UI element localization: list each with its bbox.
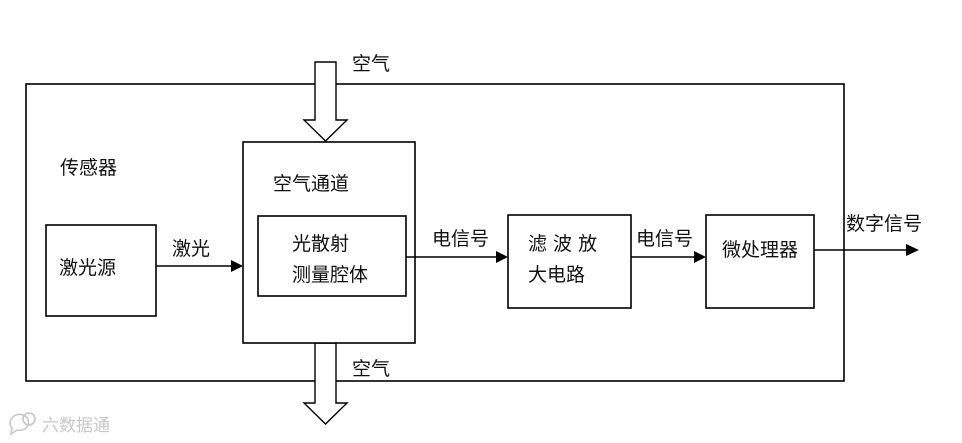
speech-bubble-logo-icon: [9, 412, 36, 436]
air-outlet-label: 空气: [352, 358, 390, 380]
signal-1-arrowhead: [496, 251, 508, 263]
cavity-label-line2: 测量腔体: [292, 264, 368, 286]
digital-signal-arrowhead: [906, 244, 919, 256]
laser-source-box: [45, 224, 157, 317]
microprocessor-box: [705, 214, 815, 309]
signal-2-label: 电信号: [636, 228, 693, 250]
microprocessor-label: 微处理器: [722, 239, 798, 261]
sensor-label: 传感器: [60, 157, 117, 179]
air-inlet-arrow: [302, 61, 349, 142]
filter-label-line2: 大电路: [528, 264, 585, 286]
filter-amplifier-box: [507, 214, 632, 309]
laser-source-label: 激光源: [59, 257, 116, 279]
signal-2-arrowhead: [694, 251, 706, 263]
watermark-text: 六数据通: [42, 416, 110, 436]
digital-signal-label: 数字信号: [846, 213, 922, 235]
filter-label-line1: 滤 波 放: [528, 233, 597, 255]
laser-arrowhead: [231, 260, 243, 272]
laser-label: 激光: [172, 238, 210, 260]
air-outlet-arrow: [302, 342, 349, 425]
air-channel-label: 空气通道: [273, 173, 349, 195]
scattering-cavity-box: [257, 215, 407, 297]
signal-1-label: 电信号: [432, 228, 489, 250]
air-inlet-label: 空气: [352, 53, 390, 75]
cavity-label-line1: 光散射: [292, 233, 349, 255]
